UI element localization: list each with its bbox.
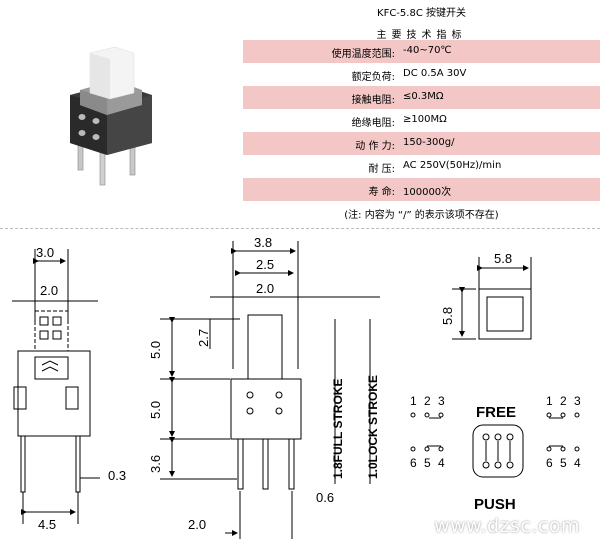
dimension-drawing: 3.0 2.0 4.5 0.3 3.8 2.5 2.0	[12, 235, 581, 539]
spec-value: 150-300g/	[403, 137, 455, 148]
free-label: FREE	[476, 404, 516, 421]
dim-5-8-width: 5.8	[494, 251, 512, 266]
spec-label: 绝缘电阻:	[351, 118, 395, 129]
dim-0-6: 0.6	[316, 490, 334, 505]
spec-row: 使用温度范围: -40~70℃	[243, 40, 600, 63]
spec-label: 耐 压:	[368, 164, 395, 175]
dim-3-8: 3.8	[254, 235, 272, 250]
spec-row: 绝缘电阻: ≥100MΩ	[243, 109, 600, 132]
spec-row: 寿 命: 100000次	[243, 178, 600, 201]
spec-row: 耐 压: AC 250V(50Hz)/min	[243, 155, 600, 178]
pin-label: 3	[574, 394, 581, 408]
dim-2-0-left: 2.0	[40, 283, 58, 298]
spec-label: 动 作 力:	[355, 141, 395, 152]
spec-value: ≤0.3MΩ	[403, 91, 444, 102]
pin-label: 2	[560, 394, 567, 408]
spec-title: KFC-5.8C 按键开关	[377, 8, 466, 19]
spec-value: ≥100MΩ	[403, 114, 447, 125]
dim-0-3: 0.3	[108, 468, 126, 483]
pin-label: 1	[410, 394, 417, 408]
pin-label: 6	[546, 456, 553, 470]
front-view-center: 3.8 2.5 2.0 5.0 5.0 3.6 2.7 1.8FULL STRO…	[148, 235, 380, 539]
dim-5-0-mid: 5.0	[148, 401, 163, 419]
dim-3-0: 3.0	[36, 245, 54, 260]
pin-label: 3	[438, 394, 445, 408]
pin-label: 1	[546, 394, 553, 408]
dim-2-5: 2.5	[256, 257, 274, 272]
dim-5-8-height: 5.8	[440, 307, 455, 325]
dim-4-5: 4.5	[38, 517, 56, 532]
spec-subtitle: 主要技术指标	[376, 30, 467, 41]
spec-value: -40~70℃	[403, 45, 452, 56]
side-view-left: 3.0 2.0 4.5 0.3	[12, 245, 126, 532]
pin-label: 5	[560, 456, 567, 470]
watermark: www.dzsc.com	[434, 515, 580, 537]
push-label: PUSH	[474, 496, 516, 513]
top-view-right: 5.8 5.8	[440, 251, 532, 340]
pin-label: 6	[410, 456, 417, 470]
spec-value: 100000次	[403, 187, 452, 198]
dim-2-0-bottom: 2.0	[188, 517, 206, 532]
spec-label: 额定负荷:	[351, 72, 395, 83]
spec-row: 动 作 力: 150-300g/	[243, 132, 600, 155]
pin-schematic: 1 2 3 6 5 4 FREE PUSH 1 2 3 6 5 4	[410, 394, 581, 513]
full-stroke-label: 1.8FULL STROKE	[331, 379, 345, 479]
spec-row: 接触电阻: ≤0.3MΩ	[243, 86, 600, 109]
spec-label: 使用温度范围:	[331, 49, 395, 60]
dim-5-0-top: 5.0	[148, 341, 163, 359]
dim-2-0-center: 2.0	[256, 281, 274, 296]
pin-label: 4	[438, 456, 445, 470]
dim-2-7: 2.7	[196, 329, 211, 347]
pin-label: 4	[574, 456, 581, 470]
lock-stroke-label: 1.0LOCK STROKE	[366, 375, 380, 479]
spec-row: 额定负荷: DC 0.5A 30V	[243, 63, 600, 86]
dim-3-6: 3.6	[148, 455, 163, 473]
section-divider	[0, 228, 600, 229]
pin-label: 5	[424, 456, 431, 470]
spec-value: DC 0.5A 30V	[403, 68, 467, 79]
spec-label: 接触电阻:	[351, 95, 395, 106]
pin-label: 2	[424, 394, 431, 408]
spec-note: (注: 内容为 “/” 的表示该项不存在)	[344, 210, 499, 221]
spec-label: 寿 命:	[368, 187, 395, 198]
spec-value: AC 250V(50Hz)/min	[403, 160, 502, 171]
switch-photo	[70, 46, 152, 186]
